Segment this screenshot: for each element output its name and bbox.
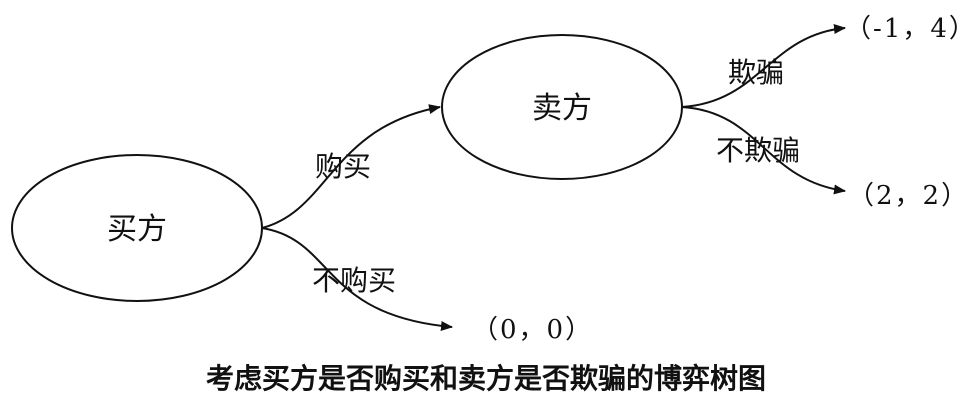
seller-node-label: 卖方: [532, 91, 592, 126]
payoff-cheat: （-1，4）: [845, 14, 973, 44]
edge-not-buy: [261, 227, 453, 331]
edge-buy-label: 购买: [315, 150, 371, 183]
payoff-not-buy: （0，0）: [472, 315, 593, 345]
edge-not-cheat-label: 不欺骗: [716, 134, 800, 167]
buyer-node-label: 买方: [107, 212, 167, 247]
diagram-caption: 考虑买方是否购买和卖方是否欺骗的博弈树图: [206, 362, 766, 395]
edge-cheat-label: 欺骗: [728, 56, 784, 89]
edge-not-buy-label: 不购买: [312, 264, 396, 297]
edge-not-cheat: [681, 106, 846, 195]
payoff-not-cheat: （2，2）: [848, 181, 969, 211]
edge-cheat: [681, 24, 846, 108]
edge-buy: [261, 104, 441, 229]
